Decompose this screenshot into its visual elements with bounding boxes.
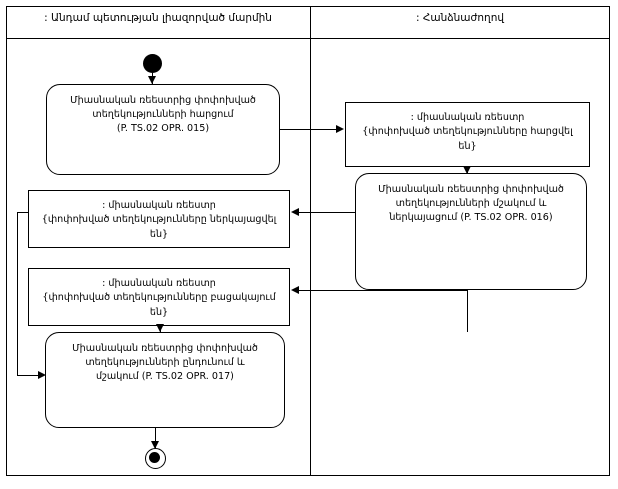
action-node-label: Միասնական ռեեստրից փոփոխված տեղեկություն…: [70, 95, 256, 134]
swimlane-header-divider: [6, 38, 610, 39]
swimlane-title-member-state-authority: : Անդամ պետության լիազորված մարմին: [44, 12, 272, 24]
arrowhead-into-action-017-from-left: [38, 371, 46, 379]
action-node-request-changed-data[interactable]: Միասնական ռեեստրից փոփոխված տեղեկություն…: [46, 84, 280, 175]
initial-node: [143, 54, 162, 73]
arrowhead-into-final-node: [151, 441, 159, 449]
swimlane-title-commission: : Հանձնաժողով: [415, 12, 505, 24]
object-node-unified-registry-presented[interactable]: : միասնական ռեեստր {փոփոխված տեղեկությու…: [28, 190, 290, 248]
swimlane-vertical-divider: [310, 6, 311, 476]
arrowhead-into-object-requested: [336, 125, 344, 133]
edge-action-016-to-object-absent-vertical: [467, 290, 469, 332]
arrowhead-into-object-presented: [291, 208, 299, 216]
arrowhead-into-action-017-from-top: [156, 324, 164, 332]
action-node-label: Միասնական ռեեստրից փոփոխված տեղեկություն…: [72, 343, 258, 382]
arrowhead-into-object-absent: [291, 286, 299, 294]
action-node-process-and-present-changed-data[interactable]: Միասնական ռեեստրից փոփոխված տեղեկություն…: [355, 173, 587, 290]
object-node-unified-registry-absent[interactable]: : միասնական ռեեստր {փոփոխված տեղեկությու…: [28, 268, 290, 326]
edge-object-presented-to-action-017-vertical: [17, 212, 19, 376]
edge-action-016-to-object-absent-horizontal: [299, 290, 468, 292]
edge-object-presented-to-action-017-horizontal: [17, 375, 41, 377]
object-node-label: : միասնական ռեեստր {փոփոխված տեղեկությու…: [42, 278, 276, 318]
edge-action-017-to-final: [155, 428, 157, 448]
edge-action-016-to-object-presented: [299, 212, 356, 214]
final-node: [145, 448, 166, 469]
edge-object-presented-to-action-017-stub: [17, 212, 29, 214]
edge-action-015-to-object-requested: [280, 129, 337, 131]
object-node-unified-registry-requested[interactable]: : միասնական ռեեստր {փոփոխված տեղեկությու…: [345, 102, 590, 167]
action-node-receive-and-process-changed-data[interactable]: Միասնական ռեեստրից փոփոխված տեղեկություն…: [45, 332, 285, 428]
object-node-label: : միասնական ռեեստր {փոփոխված տեղեկությու…: [41, 200, 277, 240]
arrowhead-into-action-015: [148, 76, 156, 84]
action-node-label: Միասնական ռեեստրից փոփոխված տեղեկություն…: [378, 184, 564, 223]
object-node-label: : միասնական ռեեստր {փոփոխված տեղեկությու…: [362, 112, 573, 152]
arrowhead-into-action-016: [463, 166, 471, 174]
